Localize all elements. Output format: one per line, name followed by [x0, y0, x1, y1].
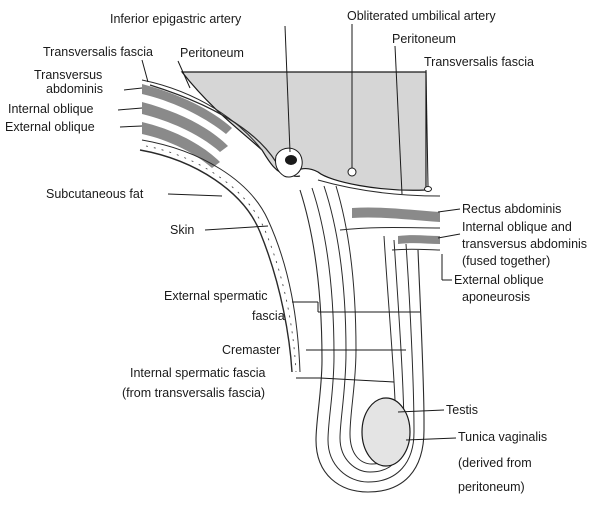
right-small-vessel [425, 187, 432, 192]
label-internal-spermatic-fascia-2: (from transversalis fascia) [122, 386, 265, 400]
label-rectus-abdominis: Rectus abdominis [462, 202, 561, 216]
label-tunica-vaginalis-2: (derived from [458, 456, 532, 470]
label-external-oblique-aponeurosis-1: External oblique [454, 273, 544, 287]
label-skin: Skin [170, 223, 194, 237]
label-internal-spermatic-fascia-1: Internal spermatic fascia [130, 366, 266, 380]
fused-muscle-layer [398, 235, 440, 244]
label-obliterated-umbilical-artery: Obliterated umbilical artery [347, 9, 496, 23]
label-transversus-abdominis-1: Transversus [34, 68, 102, 82]
peritoneal-cavity [182, 72, 426, 190]
label-transversus-abdominis-2: abdominis [46, 82, 103, 96]
label-transversalis-fascia-right: Transversalis fascia [424, 55, 534, 69]
label-external-spermatic-fascia-1: External spermatic [164, 289, 268, 303]
label-fused-muscles-2: transversus abdominis [462, 237, 587, 251]
label-tunica-vaginalis-3: peritoneum) [458, 480, 525, 494]
subcutaneous-fat-outline [142, 140, 300, 372]
label-external-oblique: External oblique [5, 120, 95, 134]
label-subcutaneous-fat: Subcutaneous fat [46, 187, 144, 201]
testis [362, 398, 410, 466]
label-cremaster: Cremaster [222, 343, 280, 357]
label-peritoneum-right: Peritoneum [392, 32, 456, 46]
label-transversalis-fascia-left: Transversalis fascia [43, 45, 153, 59]
label-tunica-vaginalis-1: Tunica vaginalis [458, 430, 547, 444]
rectus-abdominis-muscle [352, 207, 440, 222]
label-internal-oblique: Internal oblique [8, 102, 94, 116]
label-external-oblique-aponeurosis-2: aponeurosis [462, 290, 530, 304]
skin-dashes [146, 146, 296, 372]
label-external-spermatic-fascia-2: fascia [252, 309, 285, 323]
right-wall-outline-lower [340, 228, 440, 231]
label-testis: Testis [446, 403, 478, 417]
skin-outline [140, 150, 292, 372]
label-peritoneum-left: Peritoneum [180, 46, 244, 60]
label-fused-muscles-1: Internal oblique and [462, 220, 572, 234]
right-wall-outline-bottom [392, 249, 440, 250]
obliterated-umbilical-artery [348, 168, 356, 176]
inferior-epigastric-artery [285, 155, 297, 165]
label-inferior-epigastric-artery: Inferior epigastric artery [110, 12, 242, 26]
label-fused-muscles-3: (fused together) [462, 254, 550, 268]
